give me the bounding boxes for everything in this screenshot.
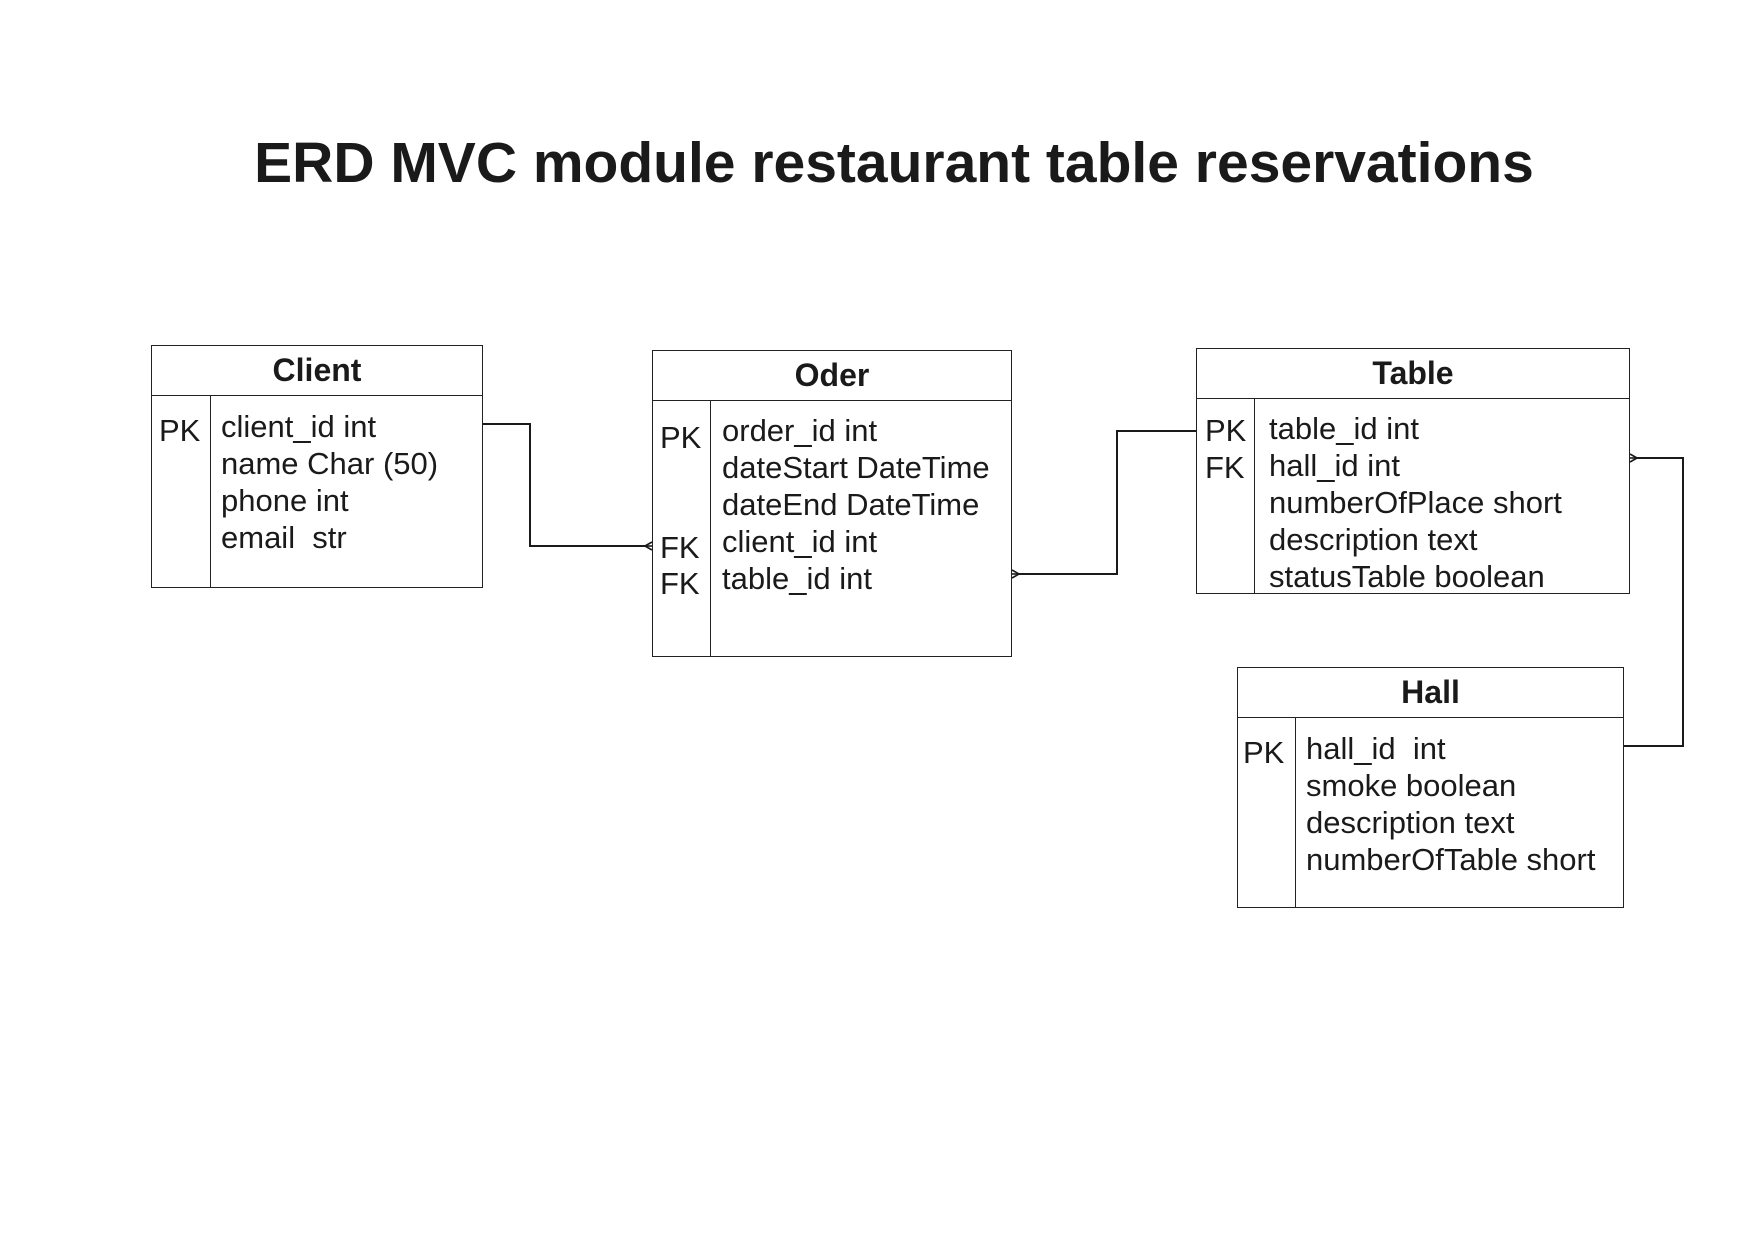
client-field-phone: phone int bbox=[221, 483, 349, 518]
entity-hall-key-column bbox=[1238, 717, 1296, 907]
oder-field-table-id: table_id int bbox=[722, 561, 872, 596]
entity-oder: Oder PK FK FK order_id int dateStart Dat… bbox=[652, 350, 1012, 657]
table-field-hall-id: hall_id int bbox=[1269, 448, 1400, 483]
oder-field-date-start: dateStart DateTime bbox=[722, 450, 990, 485]
hall-key-pk: PK bbox=[1243, 735, 1285, 770]
oder-field-client-id: client_id int bbox=[722, 524, 878, 559]
table-field-table-id: table_id int bbox=[1269, 411, 1419, 446]
oder-key-fk-table: FK bbox=[660, 566, 700, 601]
entity-client: Client PK client_id int name Char (50) p… bbox=[151, 345, 483, 588]
client-field-email: email str bbox=[221, 520, 347, 555]
relation-client-oder-many-marker bbox=[644, 541, 653, 551]
hall-field-hall-id: hall_id int bbox=[1306, 731, 1446, 766]
oder-key-fk-client: FK bbox=[660, 530, 700, 565]
table-field-description: description text bbox=[1269, 522, 1478, 557]
entity-hall: Hall PK hall_id int smoke boolean descri… bbox=[1237, 667, 1624, 908]
entity-client-header: Client bbox=[152, 346, 482, 396]
relation-table-oder-line bbox=[1019, 430, 1196, 575]
entity-oder-key-column bbox=[653, 400, 711, 656]
oder-field-date-end: dateEnd DateTime bbox=[722, 487, 980, 522]
relation-hall-table-many-marker bbox=[1629, 453, 1638, 463]
relation-hall-table-line bbox=[1624, 457, 1684, 747]
relation-table-oder-many-marker bbox=[1011, 569, 1020, 579]
entity-table: Table PK FK table_id int hall_id int num… bbox=[1196, 348, 1630, 594]
entity-oder-header: Oder bbox=[653, 351, 1011, 401]
oder-key-pk: PK bbox=[660, 420, 702, 455]
entity-table-key-column bbox=[1197, 398, 1255, 593]
table-key-fk: FK bbox=[1205, 450, 1245, 485]
entity-client-key-column bbox=[152, 395, 211, 587]
hall-field-description: description text bbox=[1306, 805, 1515, 840]
table-key-pk: PK bbox=[1205, 413, 1247, 448]
entity-hall-header: Hall bbox=[1238, 668, 1623, 718]
entity-table-header: Table bbox=[1197, 349, 1629, 399]
hall-field-smoke: smoke boolean bbox=[1306, 768, 1517, 803]
table-field-number-of-place: numberOfPlace short bbox=[1269, 485, 1562, 520]
client-key-pk: PK bbox=[159, 413, 201, 448]
client-field-client-id: client_id int bbox=[221, 409, 377, 444]
table-field-status-table: statusTable boolean bbox=[1269, 559, 1545, 594]
diagram-title: ERD MVC module restaurant table reservat… bbox=[254, 131, 1534, 195]
relation-client-oder-line bbox=[483, 423, 645, 547]
hall-field-number-of-table: numberOfTable short bbox=[1306, 842, 1596, 877]
client-field-name: name Char (50) bbox=[221, 446, 439, 481]
oder-field-order-id: order_id int bbox=[722, 413, 878, 448]
